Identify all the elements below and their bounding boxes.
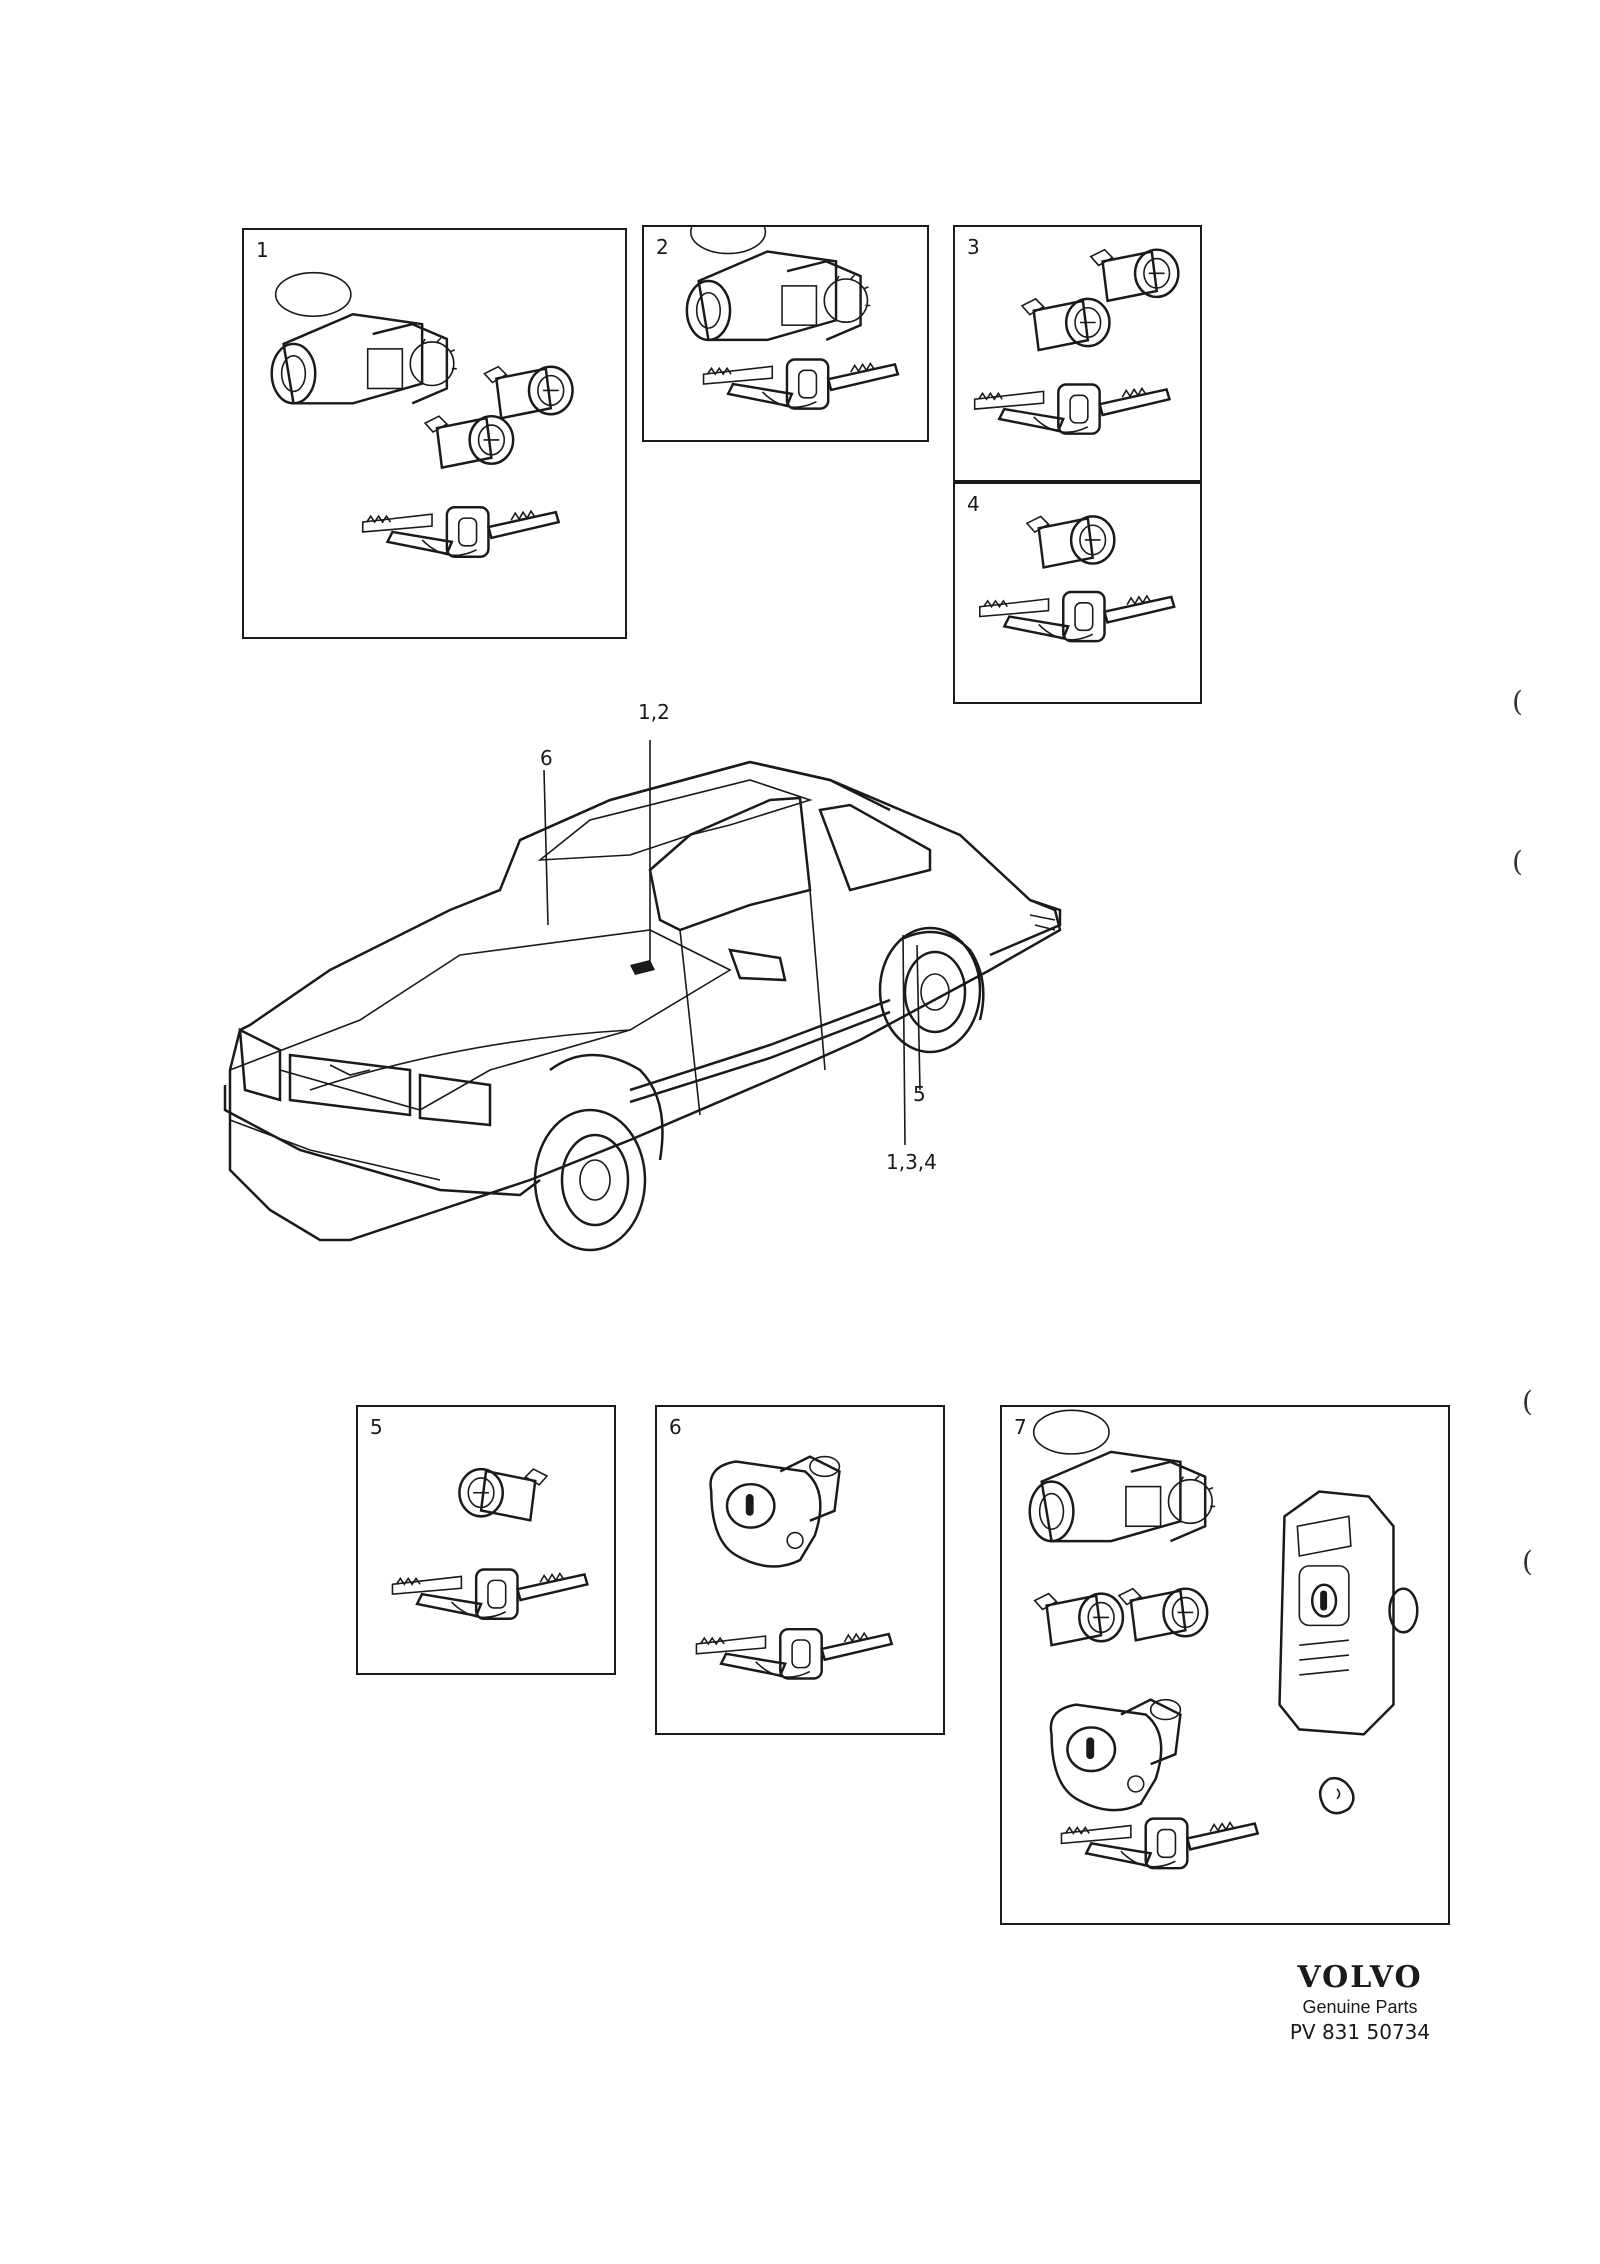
door-lock-cylinder-icon — [1033, 1592, 1125, 1647]
ignition-switch-icon — [270, 271, 459, 405]
callout-1-2: 1,2 — [638, 700, 670, 724]
part-number: PV 831 50734 — [1289, 2020, 1431, 2044]
door-lock-cylinder-icon — [423, 414, 515, 469]
panel-5: 5 — [356, 1405, 616, 1675]
key-set-icon — [695, 1627, 893, 1680]
key-set-icon — [978, 590, 1176, 643]
callout-line-6 — [543, 769, 549, 926]
panel-number: 7 — [1014, 1415, 1027, 1439]
callout-1-3-4: 1,3,4 — [886, 1150, 937, 1174]
panel-7: 7 — [1000, 1405, 1450, 1925]
panel-7-parts — [1028, 1409, 1419, 1870]
panel-2: 2 — [642, 225, 929, 442]
panel-6: 6 — [655, 1405, 945, 1735]
key-set-icon — [1060, 1817, 1259, 1870]
margin-mark: ( — [1512, 845, 1523, 878]
panel-2-parts — [685, 227, 900, 410]
panel-1-parts — [270, 271, 574, 558]
ignition-switch-icon — [1028, 1409, 1217, 1543]
door-lock-cylinder-icon — [1089, 248, 1180, 303]
margin-mark: ( — [1522, 1545, 1533, 1578]
door-lock-cylinder-icon — [1117, 1587, 1209, 1642]
panel-number: 2 — [656, 235, 669, 259]
panel-number: 1 — [256, 238, 269, 262]
door-lock-cylinder-icon — [1020, 297, 1111, 352]
key-set-icon — [973, 383, 1171, 435]
brand-subtitle: Genuine Parts — [1302, 1997, 1418, 2017]
door-lock-cylinder-icon — [1025, 515, 1116, 569]
panel-4: 4 — [953, 482, 1202, 704]
panel-number: 5 — [370, 1415, 383, 1439]
ignition-switch-icon — [685, 227, 872, 342]
callout-6: 6 — [540, 746, 553, 770]
panel-1: 1 — [242, 228, 627, 639]
panel-6-parts — [695, 1455, 893, 1680]
panel-4-parts — [978, 515, 1176, 643]
callout-line-5 — [916, 944, 921, 1091]
trunk-lock-icon — [709, 1455, 841, 1568]
panel-number: 3 — [967, 235, 980, 259]
panel-number: 4 — [967, 492, 980, 516]
panel-5-parts — [391, 1467, 589, 1621]
remote-key-housing-icon — [1278, 1490, 1419, 1736]
panel-3-parts — [973, 248, 1180, 435]
panel-3: 3 — [953, 225, 1202, 482]
callout-5: 5 — [913, 1082, 926, 1106]
callout-line-1-3-4 — [902, 934, 906, 1146]
volvo-logo: VOLVO — [1297, 1960, 1423, 1995]
brand-block: VOLVO Genuine Parts PV 831 50734 — [1270, 1960, 1450, 2044]
door-lock-cylinder-icon — [483, 365, 574, 420]
lock-cylinder-icon — [458, 1467, 549, 1522]
car-illustration — [223, 740, 1062, 1252]
margin-mark: ( — [1512, 685, 1523, 718]
retaining-clip-icon — [1318, 1776, 1355, 1815]
margin-mark: ( — [1522, 1385, 1533, 1418]
key-set-icon — [361, 505, 560, 558]
key-set-icon — [391, 1568, 589, 1621]
trunk-lock-icon — [1049, 1698, 1182, 1812]
panel-number: 6 — [669, 1415, 682, 1439]
key-set-icon — [702, 358, 900, 410]
